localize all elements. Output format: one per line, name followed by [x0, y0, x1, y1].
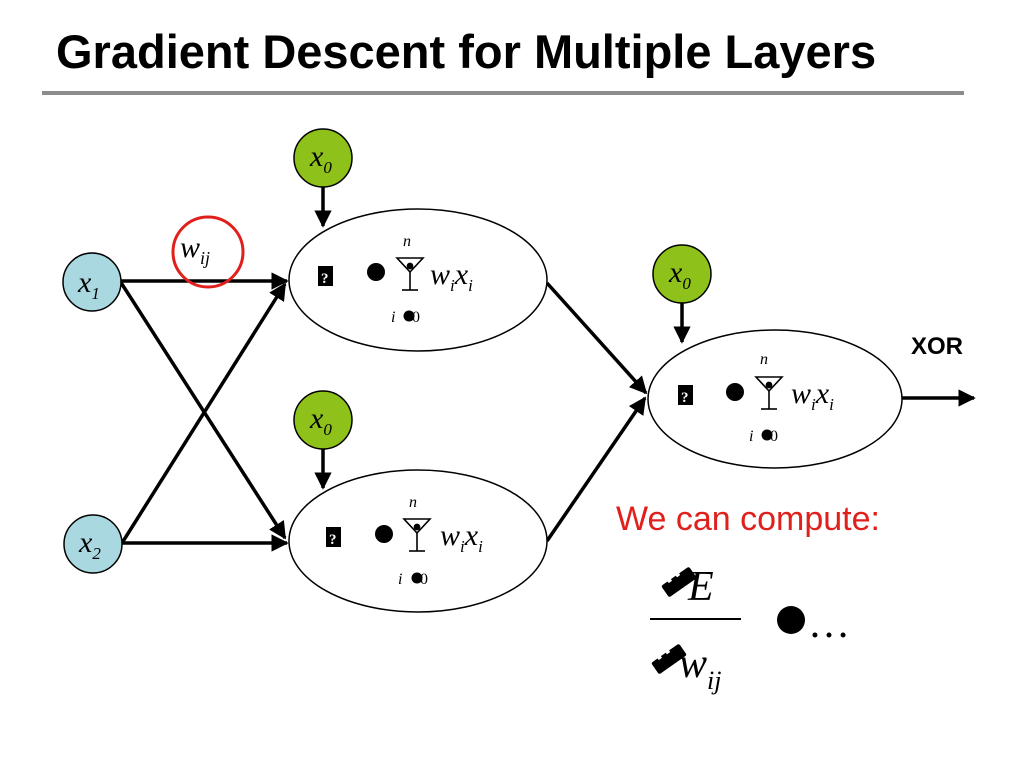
svg-text:wixi: wixi: [430, 258, 473, 295]
input-x1-sub: 1: [91, 284, 100, 303]
connections: [118, 180, 976, 552]
compute-caption: We can compute:: [616, 500, 880, 538]
sum-lower-value: 0: [412, 309, 420, 326]
term-w-sub: i: [460, 537, 465, 556]
weight-highlight-circle: [171, 215, 245, 289]
partial-icon: [661, 567, 697, 597]
term-w-sub: i: [450, 276, 455, 295]
term-w: w: [791, 377, 811, 410]
equals-dot: [726, 383, 744, 401]
bias-node-hidden2: x0: [293, 390, 353, 450]
sum-icon: [395, 257, 425, 291]
sum-icon: [754, 376, 784, 410]
svg-text:wixi: wixi: [791, 377, 834, 414]
activation-glyph: [678, 385, 693, 405]
edge-hidden2-output: [545, 396, 647, 542]
lower-equals-dot: [411, 572, 423, 584]
input-x2-sub: 2: [92, 544, 101, 563]
derivative-numerator: E: [687, 564, 714, 610]
sum-lower-index: i: [749, 428, 753, 445]
hidden-neuron-2: ? n wixi i 0: [288, 469, 548, 613]
svg-text:x0: x0: [668, 256, 691, 293]
sum-upper-limit: n: [403, 233, 411, 250]
equals-dot: [375, 525, 393, 543]
sum-lower-index: i: [398, 571, 402, 588]
sum-icon: [402, 518, 432, 552]
edge-hidden1-output: [545, 281, 648, 395]
svg-text:x0: x0: [309, 402, 332, 439]
svg-text:x1: x1: [77, 266, 100, 303]
term-w-sub: i: [811, 395, 816, 414]
bias-sub: 0: [323, 158, 332, 177]
activation-symbol: ?: [681, 390, 689, 406]
weight-base: w: [180, 231, 200, 264]
weight-label: wij: [171, 215, 245, 289]
input-x2-base: x: [78, 526, 93, 559]
derivative-denominator: w: [679, 641, 707, 687]
bias-sub: 0: [323, 420, 332, 439]
title-divider: [42, 91, 964, 95]
output-neuron: ? n wixi i 0: [647, 329, 903, 469]
term-x: x: [454, 258, 469, 291]
partial-icon: [651, 644, 687, 674]
activation-glyph: [318, 266, 333, 286]
term-x: x: [464, 519, 479, 552]
svg-text:wij: wij: [679, 641, 721, 695]
sum-lower-value: 0: [420, 571, 428, 588]
svg-text:x2: x2: [78, 526, 101, 563]
derivative-expression: E wij …: [650, 564, 850, 695]
output-label: XOR: [911, 333, 963, 360]
bias-base: x: [668, 256, 683, 289]
activation-symbol: ?: [329, 532, 337, 548]
activation-glyph: [326, 527, 341, 547]
sum-upper-limit: n: [409, 494, 417, 511]
slide-title: Gradient Descent for Multiple Layers: [56, 25, 877, 78]
bias-node-hidden1: x0: [293, 128, 353, 188]
term-x: x: [815, 377, 830, 410]
edge-x1-hidden2: [118, 280, 287, 540]
term-w: w: [440, 519, 460, 552]
weight-sub: ij: [200, 248, 210, 268]
equals-dot: [777, 606, 805, 634]
derivative-denominator-sub: ij: [707, 666, 721, 695]
sum-lower-value: 0: [770, 428, 778, 445]
input-x1-base: x: [77, 266, 92, 299]
term-x-sub: i: [478, 537, 483, 556]
edge-x2-hidden1: [120, 282, 287, 544]
sum-lower-index: i: [391, 309, 395, 326]
lower-equals-dot: [761, 429, 773, 441]
svg-text:wixi: wixi: [440, 519, 483, 556]
lower-equals-dot: [403, 310, 415, 322]
svg-text:x0: x0: [309, 140, 332, 177]
hidden-neuron-1: ? n wixi i 0: [288, 208, 548, 352]
bias-node-output: x0: [652, 244, 712, 304]
term-x-sub: i: [468, 276, 473, 295]
sum-upper-limit: n: [760, 351, 768, 368]
input-node-x2: x2: [63, 514, 123, 574]
bias-sub: 0: [682, 274, 691, 293]
term-x-sub: i: [829, 395, 834, 414]
equals-dot: [367, 263, 385, 281]
term-w: w: [430, 258, 450, 291]
ellipsis: …: [808, 601, 850, 647]
activation-symbol: ?: [321, 271, 329, 287]
bias-base: x: [309, 140, 324, 173]
input-node-x1: x1: [62, 252, 122, 312]
bias-base: x: [309, 402, 324, 435]
svg-text:wij: wij: [180, 231, 210, 268]
